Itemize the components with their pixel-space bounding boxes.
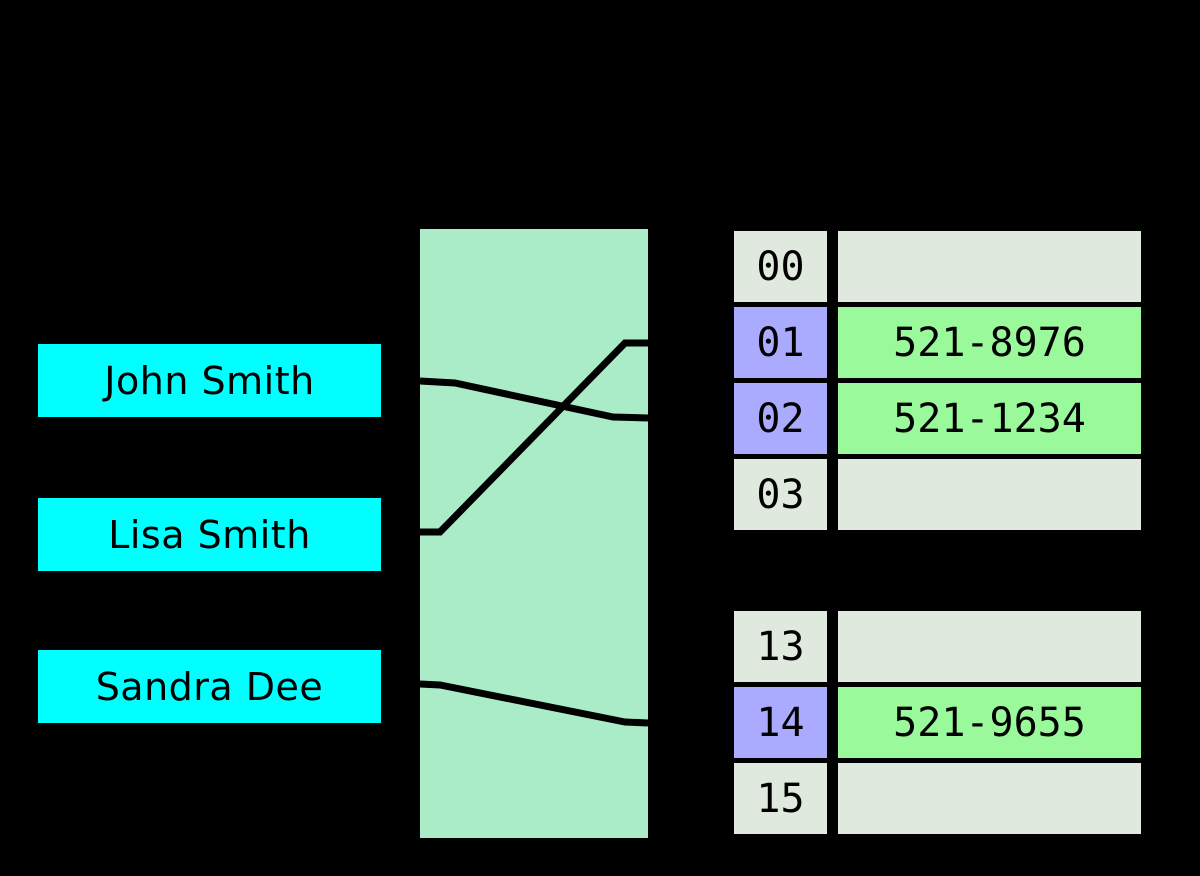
bucket-index-13[interactable]: 13 — [734, 611, 827, 682]
bucket-value-13[interactable] — [838, 611, 1141, 682]
bucket-index-15[interactable]: 15 — [734, 763, 827, 834]
key-box-john-smith[interactable]: John Smith — [38, 344, 381, 417]
hash-function-box — [420, 229, 648, 838]
bucket-value-03[interactable] — [838, 459, 1141, 530]
bucket-index-01[interactable]: 01 — [734, 307, 827, 378]
bucket-index-03[interactable]: 03 — [734, 459, 827, 530]
bucket-index-02[interactable]: 02 — [734, 383, 827, 454]
key-box-sandra-dee[interactable]: Sandra Dee — [38, 650, 381, 723]
key-label: Lisa Smith — [108, 512, 311, 557]
bucket-value-02[interactable]: 521-1234 — [838, 383, 1141, 454]
bucket-index-14[interactable]: 14 — [734, 687, 827, 758]
key-label: Sandra Dee — [95, 664, 324, 709]
bucket-value-15[interactable] — [838, 763, 1141, 834]
key-box-lisa-smith[interactable]: Lisa Smith — [38, 498, 381, 571]
key-label: John Smith — [104, 358, 315, 403]
bucket-value-14[interactable]: 521-9655 — [838, 687, 1141, 758]
bucket-value-01[interactable]: 521-8976 — [838, 307, 1141, 378]
bucket-index-00[interactable]: 00 — [734, 231, 827, 302]
bucket-value-00[interactable] — [838, 231, 1141, 302]
